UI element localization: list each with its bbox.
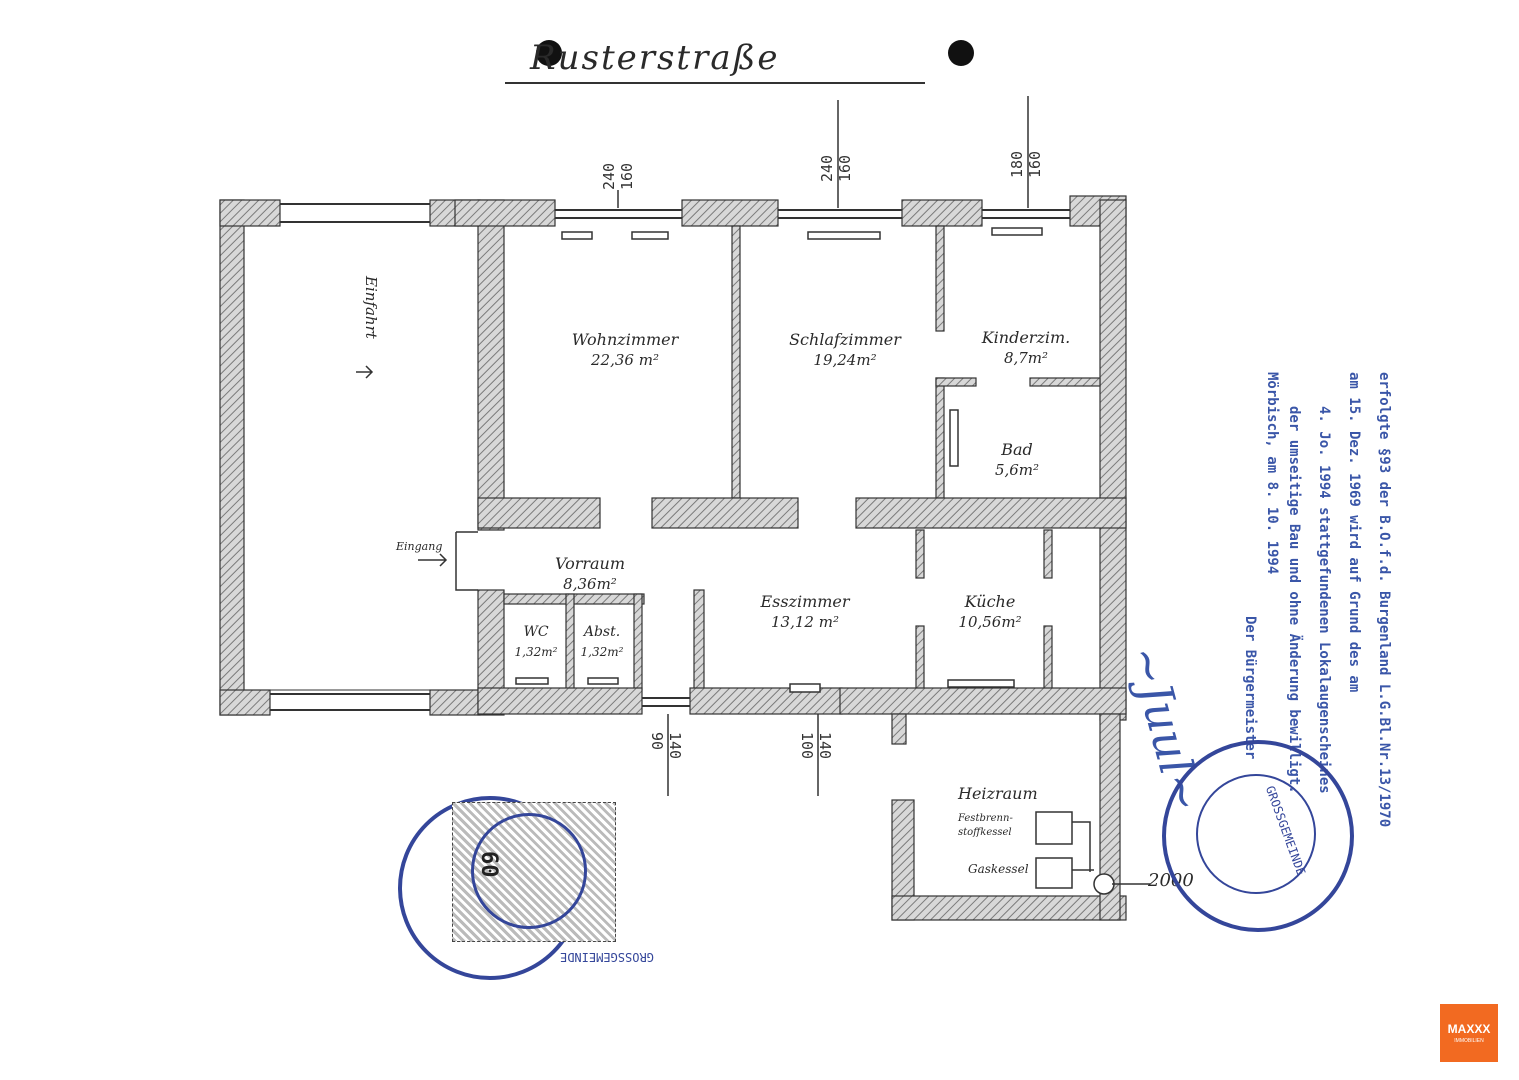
room-vorraum-label: Vorraum <box>554 554 626 573</box>
room-vorraum: Vorraum 8,36m² <box>530 554 650 594</box>
wall-stub <box>891 713 907 745</box>
room-wohnzimmer: Wohnzimmer 22,36 m² <box>540 330 710 370</box>
wall-mid-right <box>855 497 1127 529</box>
wall-bad-top-left <box>935 377 977 387</box>
wall-kueche-right-stub <box>1043 529 1053 579</box>
room-heizraum-label: Heizraum <box>958 784 1038 803</box>
gaskessel-label: Gaskessel <box>968 862 1029 876</box>
room-esszimmer-label: Esszimmer <box>760 592 850 611</box>
window-dim-top-2: 240 160 <box>818 154 854 182</box>
wall-kueche-right-stub-2 <box>1043 625 1053 691</box>
room-schlafzimmer: Schlafzimmer 19,24m² <box>760 330 930 370</box>
street-underline <box>505 82 925 84</box>
room-kinderzimmer-label: Kinderzim. <box>981 328 1071 347</box>
room-kueche: Küche 10,56m² <box>930 592 1050 632</box>
window-dim-bottom-1: 140 90 <box>648 732 684 760</box>
room-wc-area: 1,32m² <box>514 645 558 659</box>
room-kinderzimmer: Kinderzim. 8,7m² <box>966 328 1086 368</box>
room-einfahrt-label: Einfahrt <box>362 276 380 339</box>
room-abst-label: Abst. <box>583 624 621 640</box>
room-abst: Abst. 1,32m² <box>572 622 632 662</box>
room-bad-label: Bad <box>1001 440 1033 459</box>
approval-stamp: erfolgte §93 der B.O.f.d. Burgenland L.G… <box>1242 372 1393 827</box>
room-bad-area: 5,6m² <box>994 461 1040 479</box>
municipal-seal-right: GROSSGEMEINDE <box>1162 740 1354 932</box>
wall-einfahrt-top-left <box>219 199 281 227</box>
punch-hole-right <box>948 40 974 66</box>
approval-line-6: Der Bürgermeister <box>1242 616 1258 760</box>
room-schlafzimmer-label: Schlafzimmer <box>789 330 901 349</box>
wall-bad-top-right <box>1029 377 1101 387</box>
room-schlafzimmer-area: 19,24m² <box>813 351 877 369</box>
wall-heiz-right <box>1099 713 1121 921</box>
approval-line-5: Mörbisch, am 8. 10. 1994 <box>1264 372 1280 575</box>
room-wohnzimmer-area: 22,36 m² <box>591 351 659 369</box>
wall-ess-kueche-lower <box>915 625 925 691</box>
revenue-stamp: 60 <box>452 802 616 942</box>
room-wc: WC 1,32m² <box>506 622 566 662</box>
room-vorraum-area: 8,36m² <box>563 575 617 593</box>
approval-line-2: am 15. Dez. 1969 wird auf Grund des am <box>1346 372 1362 693</box>
wall-schlaf-kinder-upper <box>935 225 945 332</box>
municipal-seal-right-inner <box>1196 774 1316 894</box>
logo-sub: IMMOBILIEN <box>1454 1038 1484 1044</box>
festbrennstoffkessel-label: Festbrenn- stoffkessel <box>958 813 1013 838</box>
wall-top-pier-1 <box>454 199 556 227</box>
wall-einfahrt-left <box>219 199 245 716</box>
room-wc-label: WC <box>523 624 549 640</box>
approval-line-1: erfolgte §93 der B.O.f.d. Burgenland L.G… <box>1376 372 1392 828</box>
wall-ess-left <box>693 589 705 691</box>
room-kueche-label: Küche <box>964 592 1016 611</box>
room-abst-area: 1,32m² <box>580 645 624 659</box>
approval-line-4: der umseitige Bau und ohne Änderung bewi… <box>1286 406 1302 794</box>
room-esszimmer: Esszimmer 13,12 m² <box>730 592 880 632</box>
wall-house-right <box>1099 199 1127 721</box>
wall-bottom-right <box>839 687 1127 715</box>
room-kinderzimmer-area: 8,7m² <box>1003 349 1049 367</box>
wall-einfahrt-bottom-right <box>429 689 481 716</box>
wall-mid-left <box>477 497 601 529</box>
municipal-seal-left-text: GROSSGEMEINDE <box>560 950 654 964</box>
wall-wohn-schlaf <box>731 225 741 499</box>
room-esszimmer-area: 13,12 m² <box>771 613 839 631</box>
maxxx-logo: MAXXX IMMOBILIEN <box>1440 1004 1498 1062</box>
wall-top-pier-3 <box>901 199 983 227</box>
wall-top-pier-2 <box>681 199 779 227</box>
wall-ess-kueche-upper <box>915 529 925 579</box>
window-dim-top-1: 240 160 <box>600 162 636 190</box>
room-kueche-area: 10,56m² <box>958 613 1022 631</box>
wall-bottom-left <box>477 687 643 715</box>
revenue-stamp-circle <box>471 813 587 929</box>
window-dim-top-3: 180 160 <box>1008 150 1044 178</box>
approval-line-3: 4. Jo. 1994 stattgefundenen Lokalaugensc… <box>1316 406 1332 794</box>
wall-house-left-upper <box>477 199 505 531</box>
wall-einfahrt-bottom-left <box>219 689 271 716</box>
punch-hole-left <box>536 40 562 66</box>
window-dim-bottom-2: 140 100 <box>798 732 834 760</box>
logo-brand: MAXXX <box>1447 1022 1491 1036</box>
room-bad: Bad 5,6m² <box>972 440 1062 480</box>
wall-mid-center <box>651 497 799 529</box>
wall-bad-left <box>935 377 945 499</box>
street-name: Rusterstraße <box>530 38 780 78</box>
wall-heiz-bottom <box>891 895 1127 921</box>
room-wohnzimmer-label: Wohnzimmer <box>571 330 679 349</box>
wall-abst-right <box>633 593 643 691</box>
entrance-label: Eingang <box>396 540 443 553</box>
